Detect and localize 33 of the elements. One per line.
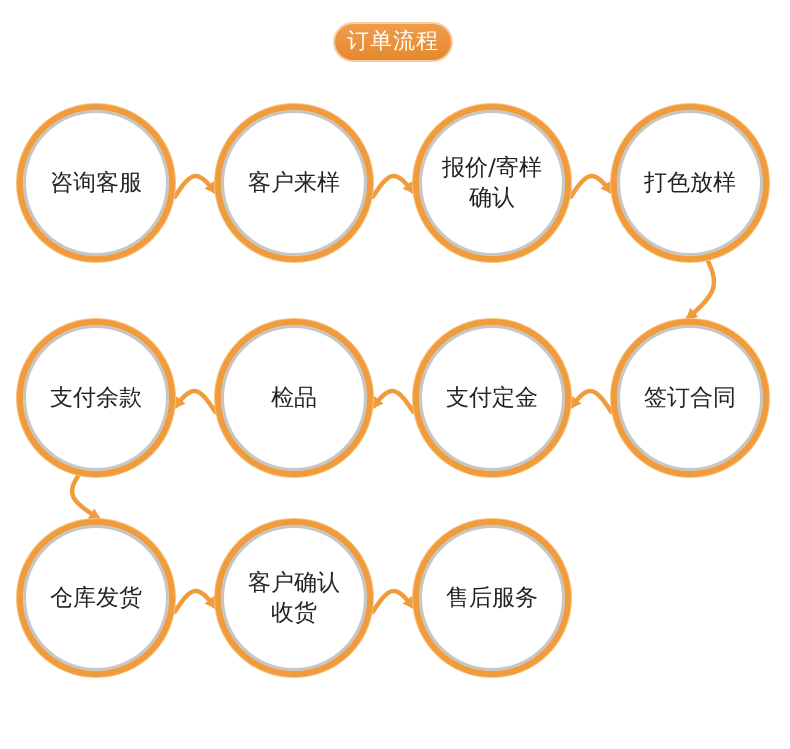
step-label: 支付余款 [50, 384, 142, 413]
process-circle [16, 318, 176, 478]
process-circle [412, 103, 572, 263]
step-label: 客户确认收货 [247, 569, 341, 628]
curved-arrow [569, 388, 614, 414]
process-circle [214, 518, 374, 678]
curved-arrow [370, 174, 415, 200]
process-circle [16, 103, 176, 263]
process-circle [412, 518, 572, 678]
step-label: 签订合同 [644, 384, 736, 413]
step-label: 打色放样 [644, 169, 736, 198]
curved-arrow [172, 174, 217, 200]
curved-arrow [685, 258, 716, 320]
step-label: 报价/寄样确认 [441, 154, 543, 213]
process-circle [214, 318, 374, 478]
curved-arrow [568, 174, 613, 200]
process-circle [412, 318, 572, 478]
title: 订单流程 [333, 22, 453, 62]
process-circle [610, 103, 770, 263]
step-label: 仓库发货 [50, 584, 142, 613]
process-circle [610, 318, 770, 478]
curved-arrow [370, 588, 415, 614]
step-label: 支付定金 [446, 384, 538, 413]
step-label: 咨询客服 [50, 169, 142, 198]
process-circle [214, 103, 374, 263]
curved-arrow [70, 474, 101, 520]
process-circle [16, 518, 176, 678]
curved-arrow [172, 588, 217, 614]
step-label: 售后服务 [446, 584, 538, 613]
curved-arrow [173, 388, 218, 414]
step-label: 检品 [271, 384, 317, 413]
curved-arrow [371, 388, 416, 414]
step-label: 客户来样 [248, 169, 340, 198]
